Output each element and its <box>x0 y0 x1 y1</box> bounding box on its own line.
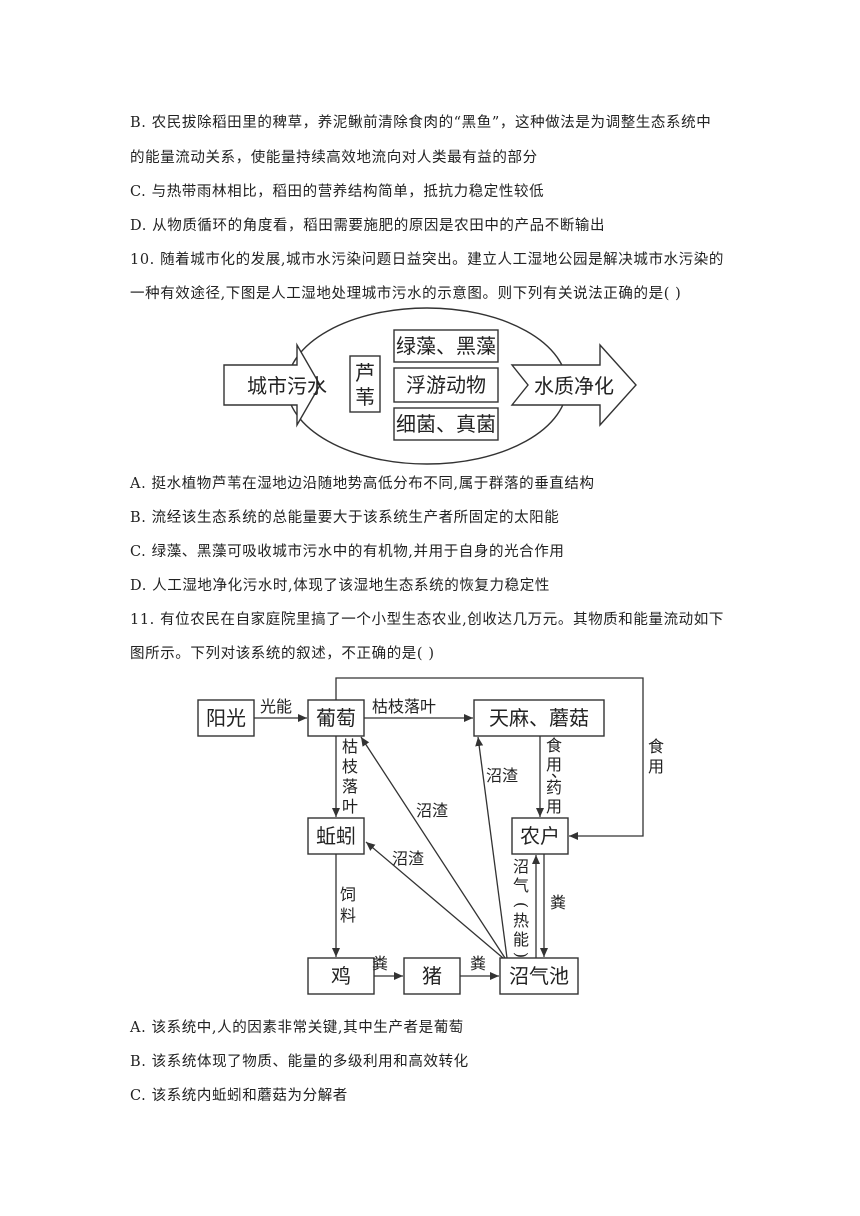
arrow-biogas-mushroom <box>475 736 508 959</box>
label-feed-1: 饲 <box>340 885 356 904</box>
label-branches-leaves-vertical-1: 枯 <box>342 737 358 756</box>
label-biogas-heat-5: 能 <box>513 930 529 949</box>
label-edible-medicinal-4: 药 <box>546 778 562 797</box>
label-biogas-heat-6: ) <box>512 952 531 958</box>
label-branches-leaves: 枯枝落叶 <box>372 697 436 716</box>
question-11-stem-line2: 图所示。下列对该系统的叙述，不正确的是( ) <box>130 646 435 662</box>
label-manure-2: 粪 <box>470 954 486 973</box>
arrow-biogas-earthworm <box>365 841 504 959</box>
label-earthworm: 蚯蚓 <box>316 824 356 848</box>
label-sunlight: 阳光 <box>206 706 246 730</box>
label-residue-mushroom: 沼渣 <box>486 766 518 785</box>
label-output: 水质净化 <box>534 374 614 398</box>
output-arrow <box>510 343 637 427</box>
label-zooplankton: 浮游动物 <box>406 373 486 397</box>
question-10-stem-line2: 一种有效途径,下图是人工湿地处理城市污水的示意图。则下列有关说法正确的是( ) <box>130 286 682 302</box>
label-branches-leaves-vertical-4: 叶 <box>342 797 358 816</box>
wetland-diagram: 城市污水 芦 苇 绿藻、黑藻 浮游动物 细菌、真菌 水质净化 <box>223 307 637 465</box>
label-manure-1: 粪 <box>372 954 388 973</box>
option-10-b: B. 流经该生态系统的总能量要大于该系统生产者所固定的太阳能 <box>130 510 560 526</box>
box-mushroom <box>473 699 605 737</box>
label-biogas-heat-3: ( <box>512 902 531 908</box>
box-zooplankton <box>393 367 499 403</box>
label-biogas-heat-1: 沼 <box>513 857 529 876</box>
label-biogas-heat-2: 气 <box>513 876 529 895</box>
option-9-b-line1: B. 农民拔除稻田里的稗草，养泥鳅前清除食肉的“黑鱼”，这种做法是为调整生态系统… <box>130 115 712 131</box>
option-11-b: B. 该系统体现了物质、能量的多级利用和高效转化 <box>130 1054 469 1070</box>
label-branches-leaves-vertical-3: 落 <box>342 777 358 796</box>
option-10-c: C. 绿藻、黑藻可吸收城市污水中的有机物,并用于自身的光合作用 <box>130 544 565 560</box>
option-9-b-line2: 的能量流动关系，使能量持续高效地流向对人类最有益的部分 <box>130 150 538 166</box>
label-chicken: 鸡 <box>331 964 351 988</box>
label-algae: 绿藻、黑藻 <box>396 334 496 358</box>
label-biogas-heat-4: 热 <box>513 911 529 930</box>
label-residue-grape: 沼渣 <box>416 801 448 820</box>
box-pig <box>403 957 461 995</box>
option-10-a: A. 挺水植物芦苇在湿地边沿随地势高低分布不同,属于群落的垂直结构 <box>130 476 595 492</box>
label-edible-medicinal-1: 食 <box>546 736 562 755</box>
label-farmer: 农户 <box>520 824 560 848</box>
label-input: 城市污水 <box>247 374 327 398</box>
label-microbes: 细菌、真菌 <box>396 412 496 436</box>
question-11-stem-line1: 11. 有位农民在自家庭院里搞了一个小型生态农业,创收达几万元。其物质和能量流动… <box>130 612 724 628</box>
box-earthworm <box>307 817 365 855</box>
label-branches-leaves-vertical-2: 枝 <box>342 757 358 776</box>
label-manure-3: 粪 <box>550 893 566 912</box>
label-edible-medicinal-3: 、 <box>551 762 567 781</box>
arrow-grape-farmer <box>335 677 644 840</box>
option-11-a: A. 该系统中,人的因素非常关键,其中生产者是葡萄 <box>130 1020 464 1036</box>
label-mushroom: 天麻、蘑菇 <box>489 706 589 730</box>
question-10-stem-line1: 10. 随着城市化的发展,城市水污染问题日益突出。建立人工湿地公园是解决城市水污… <box>130 252 724 268</box>
option-9-d: D. 从物质循环的角度看，稻田需要施肥的原因是农田中的产品不断输出 <box>130 218 606 234</box>
label-reed-1: 芦 <box>355 361 375 385</box>
label-feed-2: 料 <box>340 906 356 925</box>
label-light-energy: 光能 <box>260 697 292 716</box>
box-farmer <box>511 817 569 855</box>
label-edible-medicinal-2: 用 <box>546 755 562 774</box>
box-algae <box>393 329 499 363</box>
box-chicken <box>307 957 375 995</box>
label-edible-1: 食 <box>648 737 664 756</box>
label-pig: 猪 <box>422 964 442 988</box>
option-10-d: D. 人工湿地净化污水时,体现了该湿地生态系统的恢复力稳定性 <box>130 578 550 594</box>
arrow-biogas-grape <box>360 736 506 959</box>
box-reed <box>349 355 381 413</box>
label-residue-earthworm: 沼渣 <box>392 849 424 868</box>
eco-farm-diagram: 阳光 葡萄 天麻、蘑菇 蚯蚓 农户 鸡 猪 沼气池 光能 枯枝落叶 枯 枝 落 … <box>197 677 664 995</box>
option-9-c: C. 与热带雨林相比，稻田的营养结构简单，抵抗力稳定性较低 <box>130 184 545 200</box>
label-edible-medicinal-5: 用 <box>546 797 562 816</box>
label-biogas: 沼气池 <box>509 964 569 988</box>
label-grape: 葡萄 <box>316 706 356 730</box>
label-reed-2: 苇 <box>355 385 375 409</box>
box-biogas <box>499 957 579 995</box>
option-11-c: C. 该系统内蚯蚓和蘑菇为分解者 <box>130 1088 348 1104</box>
input-arrow <box>223 342 321 428</box>
box-microbes <box>393 407 499 441</box>
label-edible-2: 用 <box>648 757 664 776</box>
